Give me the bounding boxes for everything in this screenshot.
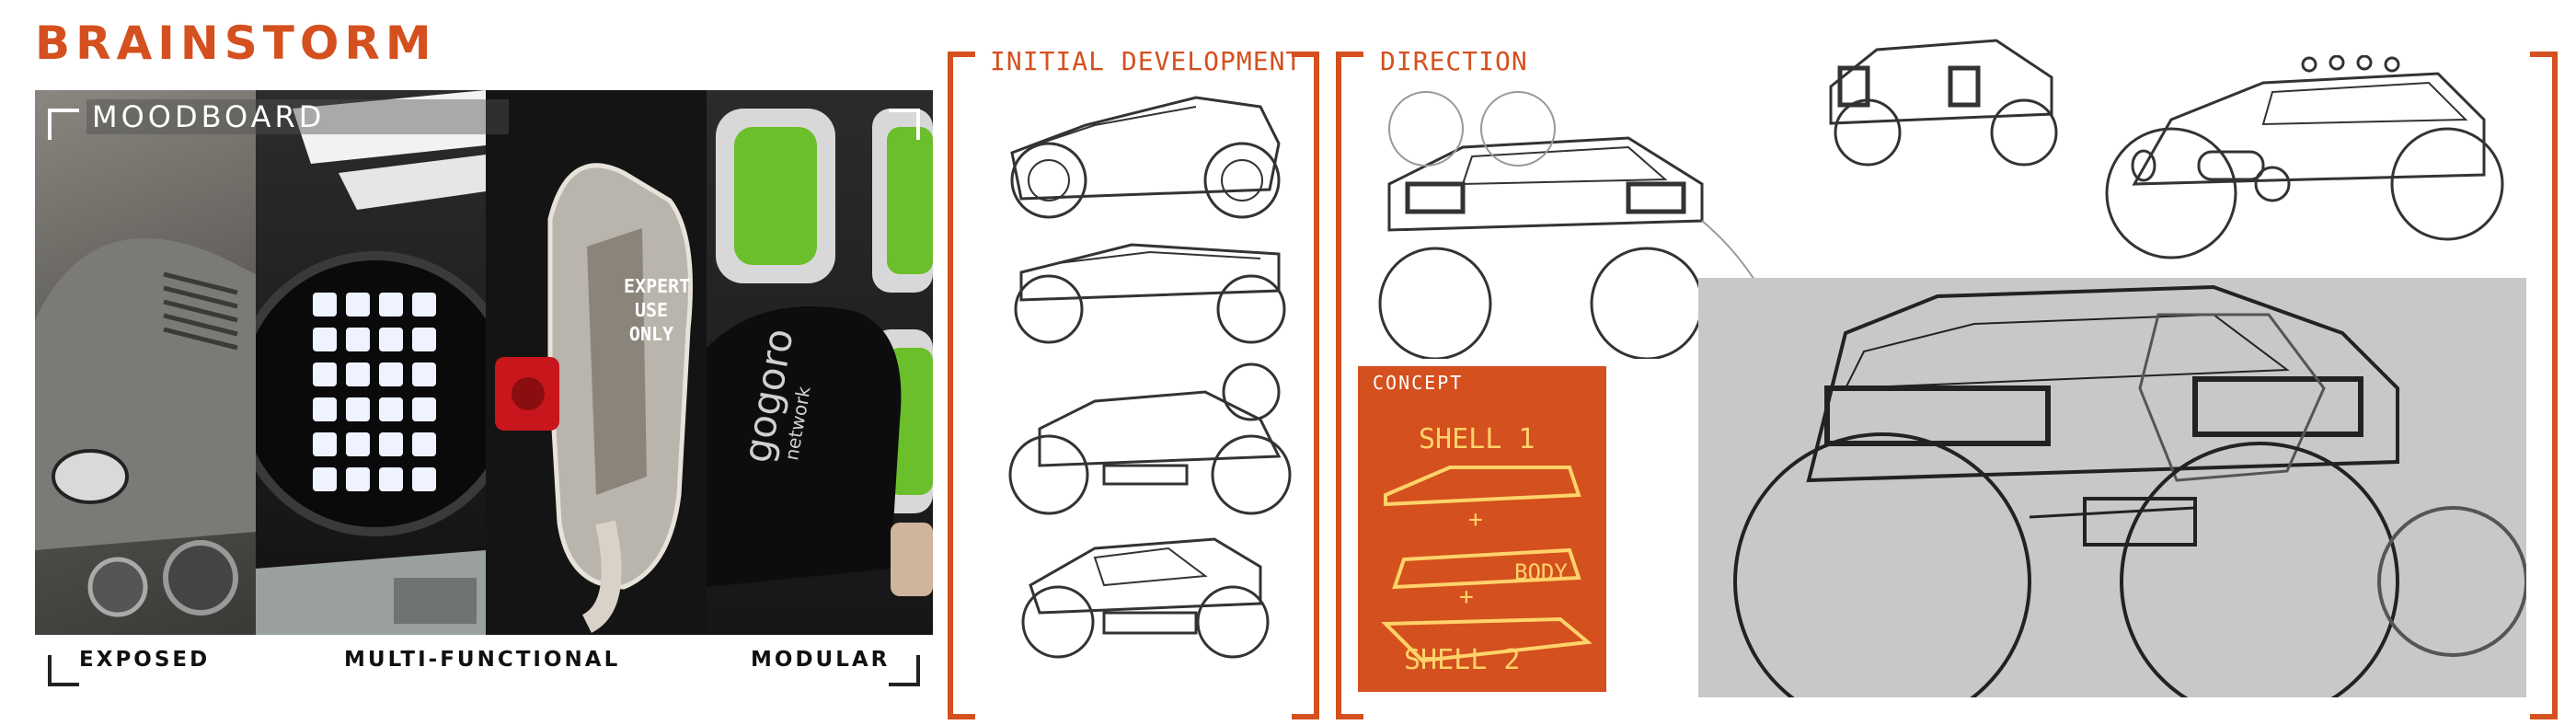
moodboard-label: MOODBOARD: [86, 99, 510, 134]
caption-modular: MODULAR: [751, 648, 891, 672]
main-concept-sketch-area: [1698, 278, 2528, 725]
carabiner-icon: [495, 163, 693, 633]
caption-bar: [35, 635, 933, 701]
initial-development-sketches: [1008, 96, 1292, 659]
caption-multi-functional: MULTI-FUNCTIONAL: [344, 648, 621, 672]
expert-use-only-text: EXPERT USE ONLY: [624, 275, 691, 345]
frame-corner-tl: [48, 109, 79, 140]
initial-dev-bracket-left: [948, 52, 975, 719]
frame-corner-br: [889, 655, 920, 686]
moodboard: EXPERT USE ONLY gogoro network MOODBOARD…: [35, 90, 933, 701]
concept-shell2-text: SHELL 2: [1404, 644, 1521, 676]
concept-box: CONCEPT SHELL 1 + + BODY SHELL 2: [1358, 366, 1606, 692]
direction-title: DIRECTION: [1380, 46, 1528, 76]
concept-label: CONCEPT: [1373, 372, 1464, 394]
direction-bracket-right: [2530, 52, 2558, 719]
frame-corner-tr: [889, 109, 920, 140]
battery-pack-icon: [707, 109, 933, 596]
direction-sketch-main: [1378, 91, 1786, 359]
initial-development-title: INITIAL DEVELOPMENT: [990, 46, 1303, 76]
concept-layers-sketch: [1381, 466, 1593, 663]
frame-corner-bl: [48, 655, 79, 686]
light-matrix-icon: [233, 90, 518, 635]
direction-sketch-top-right: [2105, 55, 2504, 259]
caption-exposed: EXPOSED: [79, 648, 211, 672]
concept-plus-1: +: [1468, 506, 1483, 534]
moodboard-panel-carabiner: EXPERT USE ONLY: [486, 90, 707, 635]
concept-shell1-text: SHELL 1: [1419, 423, 1535, 455]
main-concept-sketch: [1733, 284, 2528, 725]
moodboard-panel-light: [233, 90, 518, 635]
concept-body-text: BODY: [1514, 559, 1568, 585]
concept-plus-2: +: [1459, 583, 1474, 611]
car-sketch-icon: [35, 238, 256, 617]
direction-sketch-top-small: [1829, 39, 2058, 167]
moodboard-panel-exposed: [35, 90, 256, 635]
moodboard-panel-modular: gogoro network: [707, 90, 933, 635]
direction-bracket-left: [1336, 52, 1363, 719]
page-title: BRAINSTORM: [35, 17, 437, 70]
initial-dev-bracket-right: [1292, 52, 1319, 719]
